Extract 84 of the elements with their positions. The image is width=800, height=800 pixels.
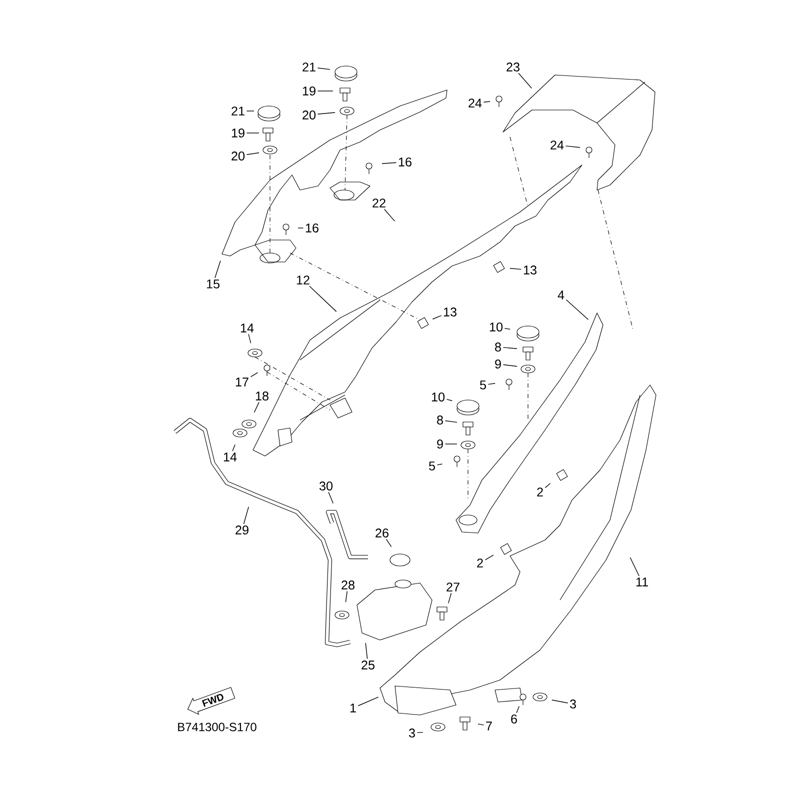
callout-number: 14 (224, 452, 237, 462)
leader-line (502, 347, 518, 349)
leader-line (483, 101, 490, 102)
leader-line (328, 492, 334, 504)
callout-number: 5 (429, 462, 435, 470)
leader-line (436, 464, 443, 466)
callout-number: 12 (296, 276, 310, 284)
callout-number: 3 (408, 728, 415, 738)
leader-line (309, 286, 337, 312)
leader-line (446, 398, 453, 402)
leader-line (317, 90, 334, 92)
callout-number: 20 (232, 152, 245, 160)
leader-line (248, 334, 252, 344)
callout-number: 3 (570, 700, 576, 708)
leader-line (382, 162, 397, 164)
callout-number: 10 (490, 322, 503, 332)
leader-line (345, 590, 348, 602)
leader-line (444, 420, 458, 423)
callout-number: 7 (486, 722, 492, 730)
leader-line (544, 483, 551, 488)
callout-number: 19 (232, 128, 244, 138)
callout-number: 8 (495, 342, 501, 352)
leader-line (510, 268, 522, 270)
callout-number: 26 (376, 528, 388, 538)
leader-line (250, 372, 258, 378)
callout-number: 24 (468, 98, 482, 108)
callout-number: 23 (506, 62, 520, 72)
callout-number: 20 (302, 110, 316, 120)
callout-number: 28 (342, 580, 354, 590)
leader-line (317, 68, 330, 70)
leader-line (232, 444, 236, 452)
leader-line (214, 260, 221, 278)
callout-number: 17 (236, 378, 248, 386)
leader-line (448, 592, 452, 604)
leader-line (488, 383, 496, 385)
callout-number: 30 (319, 482, 333, 490)
leader-line (243, 506, 249, 524)
leader-line (432, 315, 442, 320)
leader-line (630, 557, 640, 576)
leader-line (502, 364, 518, 367)
callout-number: 13 (524, 266, 536, 274)
callout-number: 18 (256, 392, 268, 400)
callout-number: 16 (306, 224, 318, 232)
callout-number: 9 (495, 360, 501, 368)
callout-number: 14 (240, 324, 254, 332)
callout-number: 5 (480, 380, 486, 390)
callout-number: 24 (550, 140, 564, 150)
callout-number: 21 (302, 62, 316, 72)
leader-line (246, 110, 254, 112)
leader-line (478, 724, 484, 726)
callout-number: 2 (537, 488, 543, 496)
callout-number: 19 (302, 86, 316, 96)
leader-line (386, 538, 392, 548)
leader-line (384, 208, 396, 222)
leader-line (518, 72, 532, 89)
leader-line (317, 112, 336, 114)
callout-number: 2 (477, 558, 483, 568)
callout-number: 22 (372, 198, 386, 208)
leader-line (504, 328, 510, 330)
callout-number: 27 (446, 582, 460, 592)
leader-line (566, 299, 589, 320)
leader-line (565, 146, 580, 148)
leader-line (365, 642, 368, 660)
callout-number: 1 (350, 704, 356, 712)
leader-line (416, 732, 424, 734)
callout-number: 6 (511, 714, 517, 724)
leader-line (246, 152, 260, 156)
callout-number: 21 (232, 106, 244, 116)
leader-line (484, 554, 494, 560)
callout-number: 15 (206, 280, 220, 288)
leader-line (246, 132, 260, 134)
callout-number: 9 (437, 440, 443, 448)
callout-number: 25 (362, 660, 374, 670)
callout-number: 13 (444, 308, 456, 316)
callout-number: 16 (398, 158, 412, 166)
callout-number: 11 (636, 578, 648, 586)
leader-line (358, 696, 379, 706)
leader-line (552, 700, 568, 704)
leader-line (254, 402, 260, 413)
callout-number: 10 (432, 392, 445, 402)
callout-number: 8 (437, 416, 443, 424)
callout-number: 29 (236, 526, 248, 534)
leader-line (516, 706, 520, 714)
callout-number: 4 (558, 290, 564, 300)
